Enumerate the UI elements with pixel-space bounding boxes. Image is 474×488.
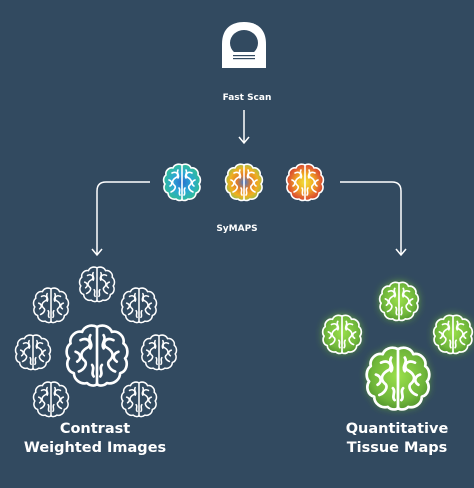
symaps-brain-mixed	[224, 163, 264, 202]
symaps-brain-blue	[162, 163, 202, 202]
contrast-brain	[140, 334, 178, 371]
symaps-brain-warm	[285, 163, 325, 202]
contrast-brain-large	[65, 324, 129, 387]
contrast-label-line1: Contrast	[59, 421, 131, 437]
mri-scanner-icon	[222, 22, 266, 68]
contrast-brain	[120, 287, 158, 324]
quant-label-line2: Tissue Maps	[346, 440, 448, 456]
contrast-brain	[14, 334, 52, 371]
contrast-brain	[78, 266, 116, 303]
arrow-scan-to-symaps	[238, 110, 250, 145]
contrast-label-line2: Weighted Images	[23, 440, 167, 456]
contrast-brain	[32, 287, 70, 324]
symaps-label: SyMAPS	[216, 224, 258, 234]
contrast-weighted-images-label: Contrast Weighted Images	[0, 420, 190, 458]
quant-brain-cluster	[321, 281, 474, 411]
contrast-brain	[120, 381, 158, 418]
arrow-to-quantitative	[340, 181, 407, 257]
quant-label-line1: Quantitative	[345, 421, 449, 437]
contrast-brain	[32, 381, 70, 418]
fast-scan-label: Fast Scan	[222, 93, 272, 103]
quantitative-tissue-maps-label: Quantitative Tissue Maps	[320, 420, 474, 458]
contrast-brain-cluster	[14, 266, 178, 418]
arrow-to-contrast	[91, 181, 150, 257]
